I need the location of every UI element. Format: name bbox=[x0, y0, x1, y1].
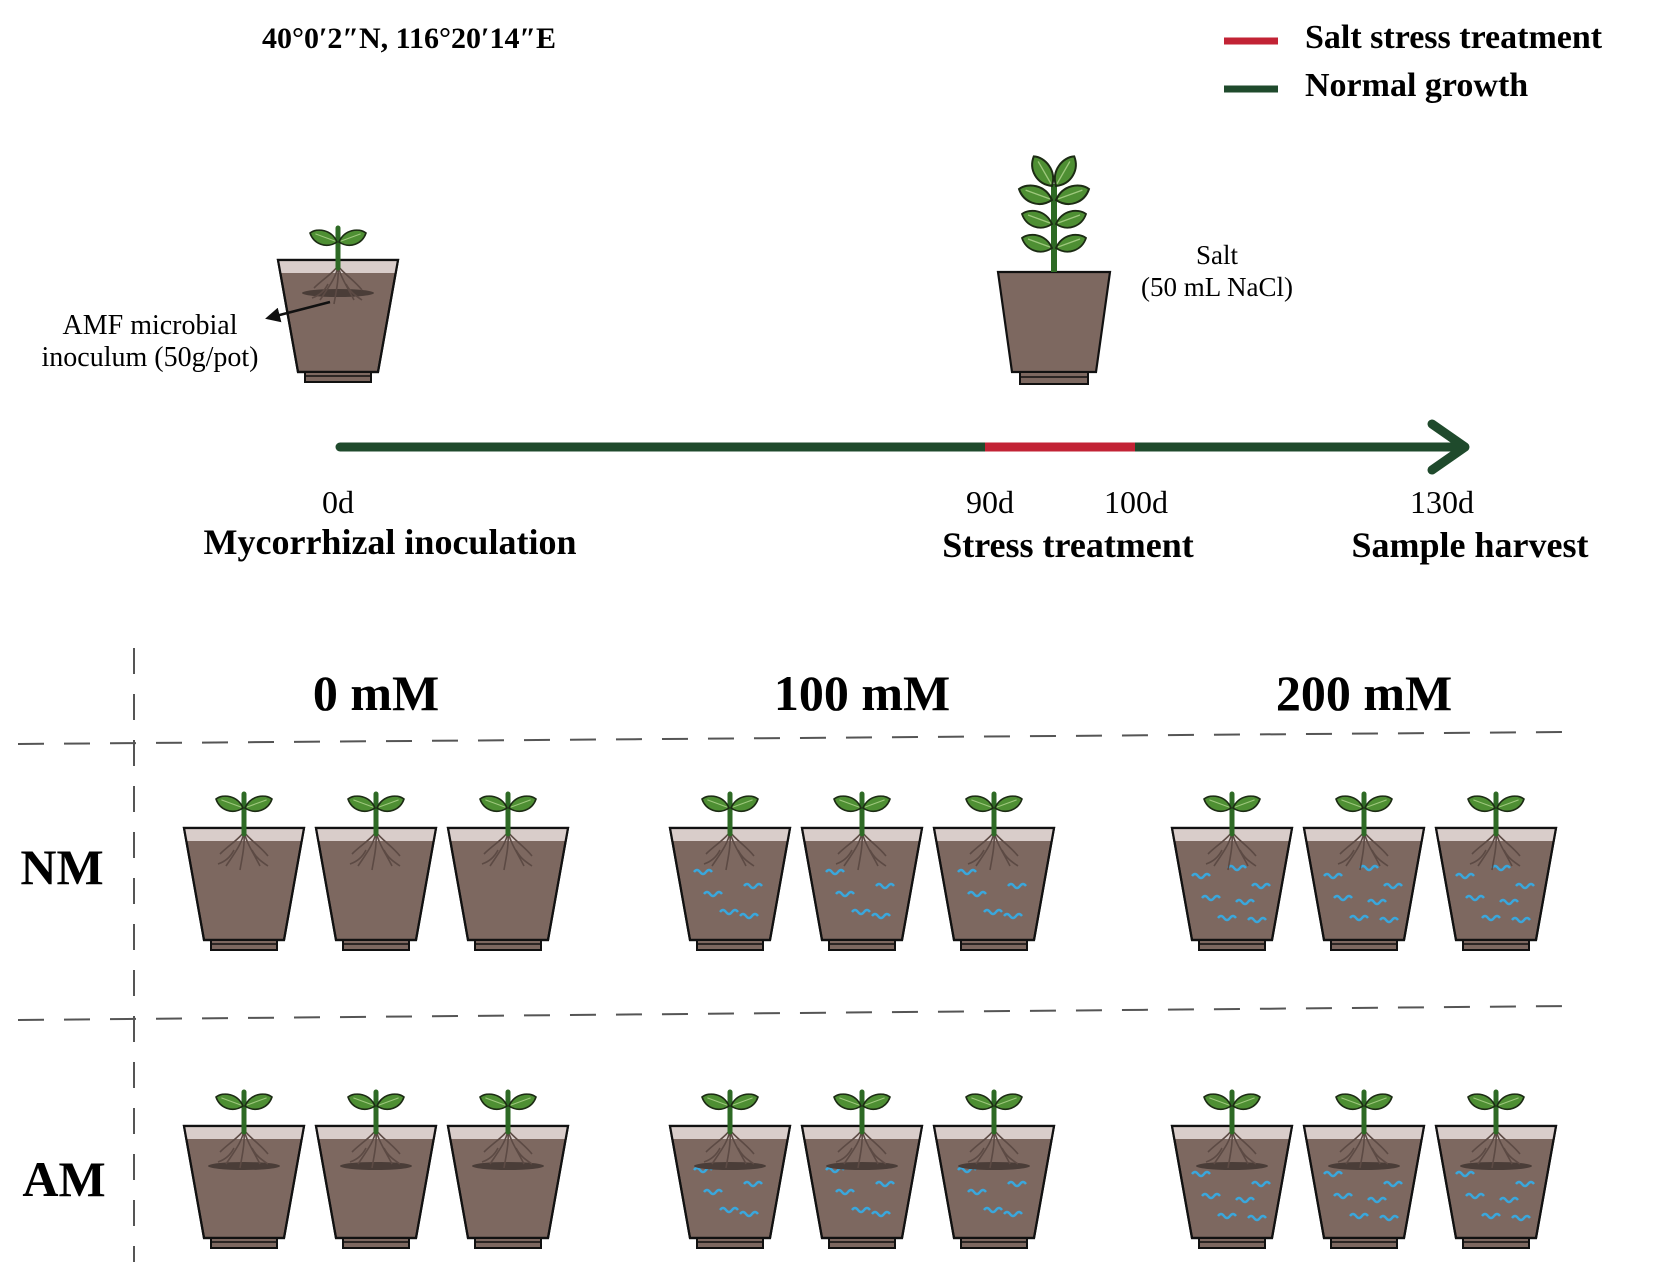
pot-nm-col2-rep3 bbox=[932, 794, 1056, 952]
pot-am-col3-rep2 bbox=[1302, 1092, 1426, 1250]
day-100: 100d bbox=[1104, 484, 1168, 520]
salt-treatment-pot bbox=[996, 152, 1112, 385]
pot-nm-col3-rep3 bbox=[1434, 794, 1558, 952]
inoculation-pot bbox=[276, 228, 400, 384]
pot-nm-col2-rep1 bbox=[668, 794, 792, 952]
column-header-100mm: 100 mM bbox=[774, 665, 950, 721]
grid-dividers bbox=[17, 648, 1571, 1262]
pot-am-col2-rep1 bbox=[668, 1092, 792, 1250]
salt-label-line1: Salt bbox=[1196, 240, 1239, 270]
pot-nm-col2-rep2 bbox=[800, 794, 924, 952]
stage-inoculation: Mycorrhizal inoculation bbox=[204, 522, 577, 562]
legend: Salt stress treatment Normal growth bbox=[1224, 19, 1603, 104]
stage-stress: Stress treatment bbox=[942, 525, 1194, 565]
pot-am-col2-rep2 bbox=[800, 1092, 924, 1250]
pot-am-col3-rep3 bbox=[1434, 1092, 1558, 1250]
inoculum-label-line2: inoculum (50g/pot) bbox=[42, 342, 259, 373]
timeline bbox=[335, 419, 1470, 475]
pot-nm-col1-rep2 bbox=[314, 794, 438, 952]
pot-am-col3-rep1 bbox=[1170, 1092, 1294, 1250]
day-0: 0d bbox=[322, 484, 354, 520]
row-header-am: AM bbox=[22, 1151, 105, 1207]
day-130: 130d bbox=[1410, 484, 1474, 520]
timeline-arrowhead bbox=[1427, 419, 1470, 475]
pot-am-col1-rep3 bbox=[446, 1092, 570, 1250]
column-header-0mm: 0 mM bbox=[313, 665, 439, 721]
pot-am-col1-rep1 bbox=[182, 1092, 306, 1250]
inoculum-arrow bbox=[265, 300, 331, 323]
pot-nm-col1-rep3 bbox=[446, 794, 570, 952]
inoculum-label-line1: AMF microbial bbox=[63, 310, 238, 341]
pot-am-col1-rep2 bbox=[314, 1092, 438, 1250]
legend-label-salt: Salt stress treatment bbox=[1305, 19, 1603, 56]
row-header-nm: NM bbox=[20, 839, 103, 895]
pot-nm-col1-rep1 bbox=[182, 794, 306, 952]
legend-label-normal: Normal growth bbox=[1305, 67, 1528, 104]
pot-nm-col3-rep2 bbox=[1302, 794, 1426, 952]
column-header-200mm: 200 mM bbox=[1276, 665, 1452, 721]
stage-harvest: Sample harvest bbox=[1352, 525, 1589, 565]
salt-label-line2: (50 mL NaCl) bbox=[1141, 272, 1293, 302]
day-90: 90d bbox=[966, 484, 1014, 520]
pot-nm-col3-rep1 bbox=[1170, 794, 1294, 952]
pot-am-col2-rep3 bbox=[932, 1092, 1056, 1250]
pot-grid bbox=[182, 794, 1558, 1250]
coordinates-label: 40°0′2″N, 116°20′14″E bbox=[262, 22, 556, 55]
